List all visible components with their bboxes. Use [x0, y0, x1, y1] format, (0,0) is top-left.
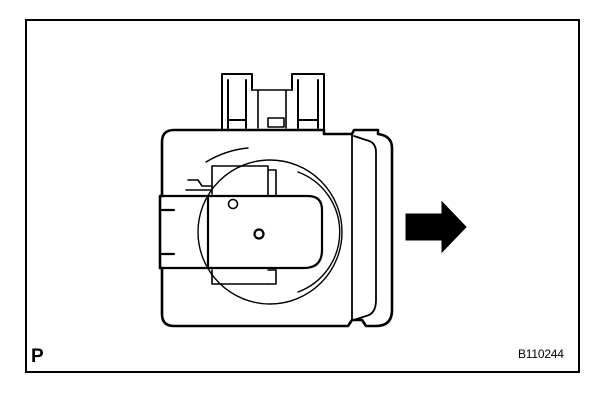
figure-code: B110244 — [518, 347, 564, 361]
latch-block — [185, 165, 277, 285]
circular-seat — [197, 147, 343, 305]
arrow-right-icon — [405, 200, 467, 254]
top-tab-left — [221, 73, 253, 131]
top-tab-right — [291, 73, 325, 131]
top-bridge — [251, 89, 293, 129]
connector-housing — [158, 128, 394, 328]
side-panel — [351, 133, 377, 321]
lock-arm — [160, 194, 324, 270]
lock-arm-hole — [253, 228, 265, 240]
latch-hole-upper — [227, 198, 239, 210]
view-label: P — [31, 346, 44, 367]
